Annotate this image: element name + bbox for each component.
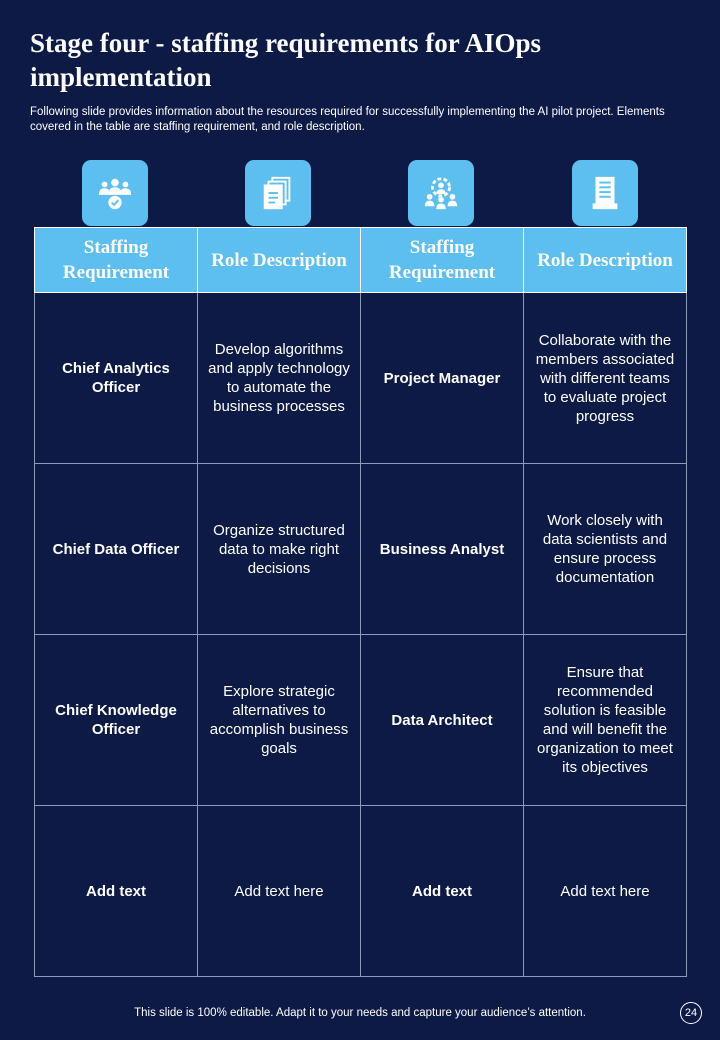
header-role-description-2: Role Description <box>523 227 687 293</box>
description-cell: Add text here <box>523 805 687 977</box>
icon-row <box>34 160 687 226</box>
staffing-cell: Chief Knowledge Officer <box>34 634 198 806</box>
staffing-cell: Business Analyst <box>360 463 524 635</box>
page-subtitle: Following slide provides information abo… <box>30 106 665 133</box>
page-number: 24 <box>680 1002 702 1024</box>
staffing-cell: Add text <box>34 805 198 977</box>
team-approval-icon <box>82 160 148 226</box>
header-role-description-1: Role Description <box>197 227 361 293</box>
description-cell: Explore strategic alternatives to accomp… <box>197 634 361 806</box>
description-cell: Develop algorithms and apply technology … <box>197 292 361 464</box>
table-row: Chief Data Officer Organize structured d… <box>34 463 687 635</box>
staffing-cell: Chief Data Officer <box>34 463 198 635</box>
description-cell: Organize structured data to make right d… <box>197 463 361 635</box>
table-row: Chief Knowledge Officer Explore strategi… <box>34 634 687 806</box>
page-title: Stage four - staffing requirements for A… <box>30 28 541 92</box>
description-cell: Add text here <box>197 805 361 977</box>
header-staffing-requirement-1: Staffing Requirement <box>34 227 198 293</box>
header-staffing-requirement-2: Staffing Requirement <box>360 227 524 293</box>
description-cell: Ensure that recommended solution is feas… <box>523 634 687 806</box>
documents-icon <box>245 160 311 226</box>
description-cell: Work closely with data scientists and en… <box>523 463 687 635</box>
staffing-cell: Project Manager <box>360 292 524 464</box>
table-header-row: Staffing Requirement Role Description St… <box>34 227 687 293</box>
staffing-cell: Add text <box>360 805 524 977</box>
staffing-table: Staffing Requirement Role Description St… <box>34 227 687 977</box>
table-row: Chief Analytics Officer Develop algorith… <box>34 292 687 464</box>
table-row: Add text Add text here Add text Add text… <box>34 805 687 977</box>
footer-note: This slide is 100% editable. Adapt it to… <box>134 1007 586 1019</box>
staffing-cell: Chief Analytics Officer <box>34 292 198 464</box>
staffing-cell: Data Architect <box>360 634 524 806</box>
description-cell: Collaborate with the members associated … <box>523 292 687 464</box>
gear-team-icon <box>408 160 474 226</box>
document-list-icon <box>572 160 638 226</box>
